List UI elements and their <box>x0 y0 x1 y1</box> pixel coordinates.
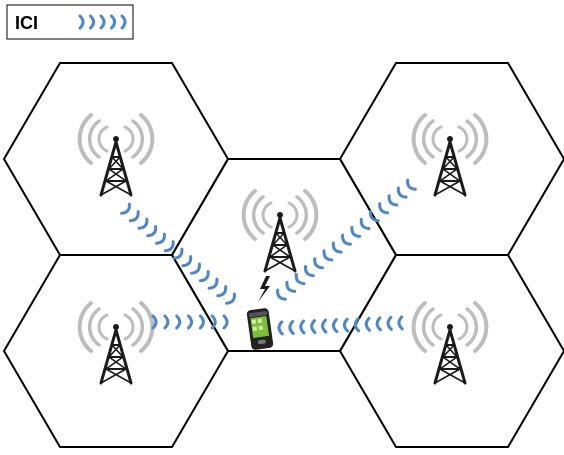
ici-bottom-right-to-phone-arc <box>375 316 382 332</box>
legend-wave-arc <box>99 14 106 30</box>
legend-wave-arc <box>89 14 95 30</box>
legend: ICI <box>6 4 134 40</box>
base-station-center-cell-tower-icon <box>241 189 319 273</box>
ici-bottom-right-to-phone-arc <box>299 319 306 335</box>
base-station-bottom-left-cell-tower-icon <box>77 301 155 385</box>
ici-top-left-to-phone-arc <box>190 262 201 275</box>
legend-box <box>6 4 134 40</box>
cell-top-left <box>2 62 230 256</box>
ici-top-right-to-phone-arc <box>396 186 408 199</box>
ici-top-left-to-phone-arc <box>137 217 149 230</box>
ici-top-right-to-phone-arc <box>294 272 306 286</box>
ici-bottom-left-to-phone-arc <box>175 314 182 330</box>
mobile-phone-icon <box>246 308 274 350</box>
ici-top-right-to-phone-arc <box>350 225 362 238</box>
ici-top-left-to-phone-arc <box>207 277 219 290</box>
legend-label: ICI <box>15 13 38 33</box>
ici-bottom-right-to-phone-arc <box>277 320 284 336</box>
ici-top-left-to-phone-arc <box>155 232 166 245</box>
legend-wave-arc <box>78 14 85 30</box>
ici-bottom-right-to-phone-arc <box>397 315 404 331</box>
ici-bottom-right-to-phone-arc <box>386 315 393 331</box>
ici-top-right-to-phone-arc <box>322 249 334 262</box>
ici-top-right-to-phone-arc <box>359 217 371 231</box>
ici-top-left-to-phone-arc <box>128 210 140 223</box>
ici-top-right-to-phone-arc <box>285 280 297 293</box>
ici-top-left-to-phone-arc <box>198 270 210 283</box>
ici-bottom-left-to-phone-arc <box>210 314 217 330</box>
ici-top-right-to-phone-arc <box>368 210 380 223</box>
ici-bottom-left-to-phone-arc <box>163 314 170 330</box>
ici-top-right-to-phone-arc <box>331 241 343 254</box>
ici-bottom-left-to-phone-arc <box>198 314 205 330</box>
ici-bottom-left-to-phone-arc <box>187 314 193 330</box>
ici-top-left-to-phone-arc <box>225 292 236 305</box>
ici-top-left-to-phone-arc <box>216 285 228 298</box>
lightning-signal-icon <box>258 276 270 302</box>
ici-bottom-right-to-phone-arc <box>321 318 328 334</box>
cell-bottom-left <box>2 254 230 448</box>
cell-center <box>170 158 398 352</box>
ici-bottom-right-to-phone-arc <box>342 317 350 333</box>
ici-top-left-to-phone-arc <box>181 255 193 268</box>
ici-top-left-to-phone-arc <box>172 247 184 260</box>
ici-top-left-to-phone-arc <box>146 225 158 238</box>
ici-top-left-to-phone-arc <box>163 240 175 253</box>
base-station-bottom-right-cell-tower-icon <box>411 301 489 385</box>
ici-bottom-right-to-phone-arc <box>288 319 295 335</box>
ici-top-right-to-phone-arc <box>303 265 315 278</box>
interference-waves <box>120 178 417 336</box>
ici-top-right-to-phone-arc <box>378 202 390 215</box>
ici-bottom-left-to-phone-arc <box>222 314 229 330</box>
base-station-top-right-cell-tower-icon <box>411 113 489 197</box>
legend-wave-arc <box>120 14 127 30</box>
ici-top-right-to-phone-arc <box>387 194 399 207</box>
ici-bottom-right-to-phone-arc <box>364 316 372 332</box>
ici-bottom-right-to-phone-arc <box>332 318 339 334</box>
legend-interference-wave-icon <box>78 14 127 30</box>
ici-top-right-to-phone-arc <box>406 178 417 191</box>
ici-top-left-to-phone-arc <box>120 202 131 215</box>
cell-bottom-right <box>338 254 564 448</box>
ici-top-right-to-phone-arc <box>313 257 325 270</box>
ici-bottom-left-to-phone-arc <box>151 314 158 330</box>
ici-bottom-right-to-phone-arc <box>353 317 361 333</box>
ici-bottom-right-to-phone-arc <box>310 319 317 335</box>
cell-grid <box>2 62 564 448</box>
ici-top-right-to-phone-arc <box>276 288 287 301</box>
legend-wave-arc <box>110 14 116 30</box>
base-station-top-left-cell-tower-icon <box>77 113 155 197</box>
ici-top-right-to-phone-arc <box>341 233 352 246</box>
